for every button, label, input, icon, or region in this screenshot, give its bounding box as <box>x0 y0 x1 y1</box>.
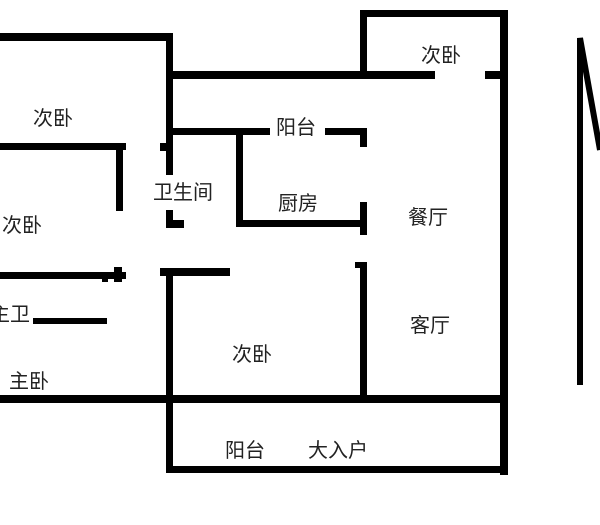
wall <box>325 128 367 135</box>
wall <box>360 262 367 395</box>
wall <box>360 10 508 17</box>
wall <box>355 262 367 268</box>
wall <box>166 33 173 175</box>
room-label-bedroom-mid-left: 次卧 <box>2 213 42 237</box>
room-label-master-bedroom: 主卧 <box>9 369 49 393</box>
wall <box>166 220 184 228</box>
wall <box>173 128 270 135</box>
wall <box>0 272 126 279</box>
wall <box>166 466 508 473</box>
room-label-bedroom-upper-left: 次卧 <box>33 106 73 130</box>
wall <box>33 318 107 324</box>
room-label-balcony-south: 阳台 <box>225 438 265 462</box>
wall <box>0 395 508 403</box>
wall <box>0 33 173 41</box>
wall <box>236 220 367 227</box>
wall <box>116 143 123 211</box>
wall <box>160 143 173 151</box>
room-label-living: 客厅 <box>410 313 450 337</box>
wall <box>102 272 108 282</box>
room-label-bedroom-center: 次卧 <box>232 342 272 366</box>
wall <box>160 268 230 276</box>
wall <box>173 71 435 79</box>
room-label-entrance: 大入户 <box>308 438 368 462</box>
wall <box>360 10 367 76</box>
room-label-bathroom: 卫生间 <box>153 180 213 204</box>
wall <box>166 210 173 228</box>
wall <box>166 268 173 473</box>
room-label-balcony-north: 阳台 <box>276 115 316 139</box>
room-label-kitchen: 厨房 <box>278 191 318 215</box>
wall <box>500 10 508 475</box>
room-label-dining: 餐厅 <box>408 205 448 229</box>
wall <box>114 267 122 282</box>
wall <box>0 143 126 150</box>
wall <box>360 128 367 147</box>
north-arrow-icon <box>577 37 600 385</box>
wall <box>485 71 503 79</box>
room-label-bedroom-top-right: 次卧 <box>421 43 461 67</box>
room-label-master-bath: 主卫 <box>0 302 30 326</box>
wall <box>360 202 367 235</box>
wall <box>236 135 243 227</box>
